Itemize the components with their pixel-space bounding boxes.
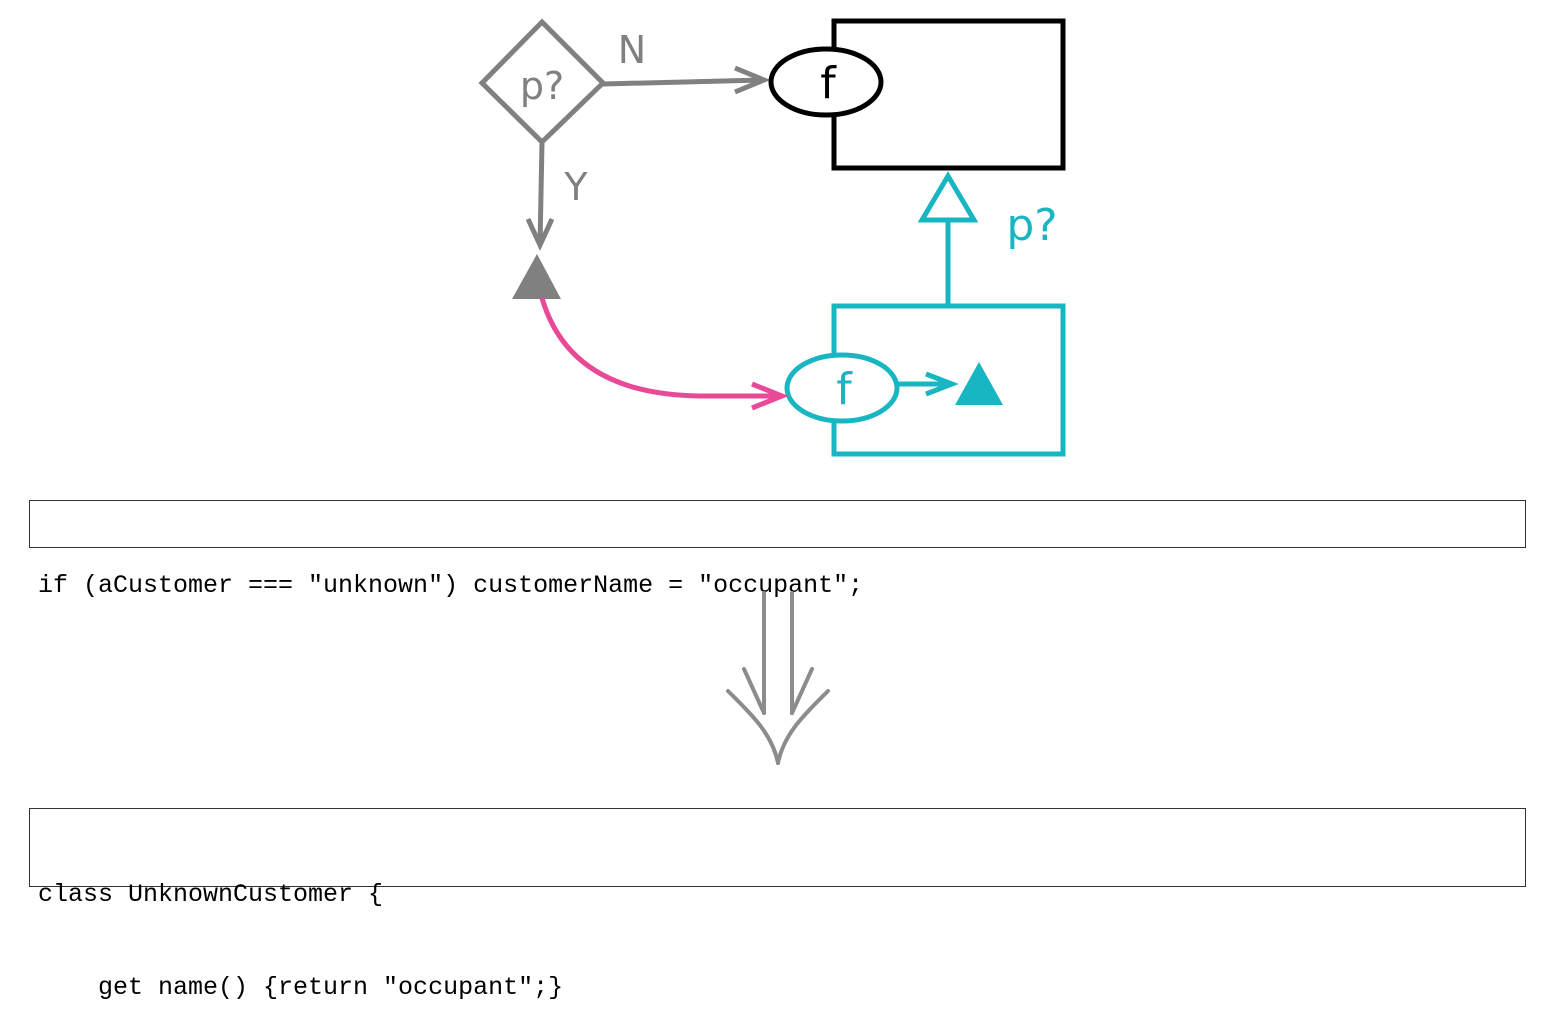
arrowhead-icon xyxy=(734,65,771,95)
arrowhead-icon xyxy=(751,381,789,411)
yes-branch-arrow: Y xyxy=(525,141,588,251)
refactoring-diagram: p? N Y f p? f xyxy=(478,18,1066,457)
double-down-arrow-icon xyxy=(726,591,830,765)
inheritance-arrow: p? xyxy=(917,171,1058,306)
no-branch-label: N xyxy=(618,28,646,72)
base-class-box: f xyxy=(768,18,1066,171)
code-line: if (aCustomer === "unknown") customerNam… xyxy=(38,571,864,600)
no-branch-arrow: N xyxy=(602,28,771,95)
arrowhead-icon xyxy=(525,217,555,251)
code-after-block: class UnknownCustomer { get name() {retu… xyxy=(29,808,1526,1002)
code-before-block: if (aCustomer === "unknown") customerNam… xyxy=(29,500,1526,600)
inherit-condition-label: p? xyxy=(1006,200,1057,251)
decision-node: p? xyxy=(478,18,607,146)
code-line: get name() {return "occupant";} xyxy=(38,973,564,1002)
decision-label: p? xyxy=(520,64,564,108)
code-line: class UnknownCustomer { xyxy=(38,880,384,909)
subclass-box: f xyxy=(784,303,1066,457)
hollow-triangle-icon xyxy=(917,171,979,223)
return-value-triangle-icon xyxy=(955,362,1003,405)
move-arrow xyxy=(539,297,789,411)
special-value-triangle-icon xyxy=(512,254,561,299)
base-function-node xyxy=(768,46,884,118)
subclass-function-label: f xyxy=(836,364,853,415)
base-function-label: f xyxy=(820,58,837,109)
subclass-function-node xyxy=(784,352,900,424)
arrowhead-icon xyxy=(925,371,959,397)
yes-branch-label: Y xyxy=(563,165,588,209)
